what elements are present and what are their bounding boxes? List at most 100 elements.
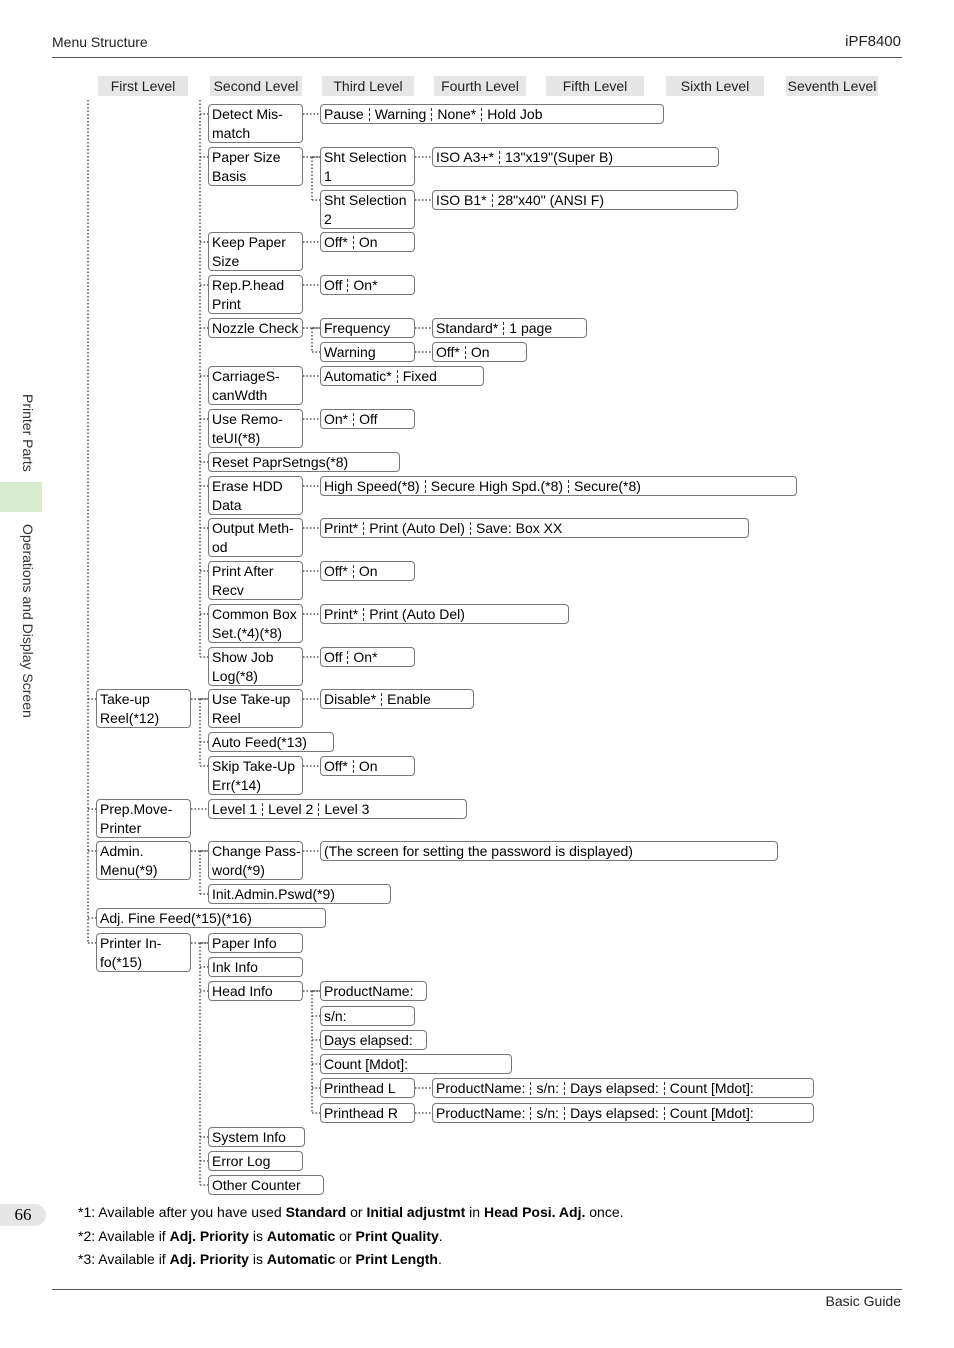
- menu-item-sht-sel-1-opts: ISO A3+*13"x19"(Super B): [432, 147, 719, 167]
- menu-item-error-log: Error Log: [208, 1151, 303, 1171]
- menu-item-label: Output Meth-: [212, 520, 294, 536]
- menu-item-printer-info: Printer In-fo(*15): [96, 933, 191, 972]
- menu-item-use-remote-opts: On*Off: [320, 409, 415, 429]
- level-header-3: Third Level: [322, 76, 414, 96]
- menu-option-label: Pause: [324, 106, 364, 122]
- menu-option-label: Print*: [324, 606, 359, 622]
- menu-option-label: ProductName:: [436, 1105, 526, 1121]
- menu-option-label: Disable*: [324, 691, 377, 707]
- menu-item-label: Erase HDD: [212, 478, 283, 494]
- menu-item-label: Keep Paper: [212, 234, 286, 250]
- level-header-1: First Level: [98, 76, 188, 96]
- menu-item-label: Print: [212, 296, 241, 312]
- menu-item-label: Frequency: [324, 320, 391, 336]
- sidebar-label-operations[interactable]: Operations and Display Screen: [20, 524, 36, 718]
- option-separator: [424, 480, 426, 493]
- menu-item-label: s/n:: [324, 1008, 347, 1024]
- footnote-emphasis: Print Quality: [355, 1228, 439, 1244]
- menu-item-product-name: ProductName:: [320, 981, 427, 1001]
- footnote-emphasis: Automatic: [266, 1251, 336, 1267]
- menu-item-carriage: CarriageS-canWdth: [208, 366, 303, 405]
- menu-item-label: Warning: [324, 344, 376, 360]
- level-header-6: Sixth Level: [666, 76, 764, 96]
- menu-item-label: Days elapsed:: [324, 1032, 413, 1048]
- menu-item-output-method-opts: Print*Print (Auto Del)Save: Box XX: [320, 518, 749, 538]
- menu-option-label: Print (Auto Del): [369, 606, 465, 622]
- footnote-text: or: [346, 1204, 367, 1220]
- menu-option-label: Save: Box XX: [475, 520, 563, 536]
- footnote-emphasis: Print Length: [355, 1251, 438, 1267]
- option-separator: [663, 1107, 665, 1120]
- menu-item-label: Show Job: [212, 649, 274, 665]
- option-separator: [352, 760, 354, 773]
- footnote-text: or: [335, 1251, 356, 1267]
- menu-item-other-counter: Other Counter: [208, 1175, 324, 1195]
- menu-item-label: od: [212, 539, 228, 555]
- menu-item-label: Skip Take-Up: [212, 758, 296, 774]
- menu-item-label: canWdth: [212, 387, 268, 403]
- menu-option-label: Off*: [324, 563, 348, 579]
- menu-option-label: 1 page: [509, 320, 553, 336]
- option-separator: [498, 151, 500, 164]
- menu-item-use-remote: Use Remo-teUI(*8): [208, 409, 303, 448]
- menu-item-label: Data: [212, 497, 242, 513]
- footnote-2: *2: Available if Adj. Priority is Automa…: [78, 1227, 443, 1245]
- footnote-text: once.: [585, 1204, 624, 1220]
- menu-option-label: Off: [324, 277, 343, 293]
- option-separator: [396, 370, 398, 383]
- menu-item-label: Print After: [212, 563, 274, 579]
- menu-option-label: On*: [324, 411, 349, 427]
- menu-item-label: Change Pass-: [212, 843, 301, 859]
- footnote-text: is: [248, 1251, 267, 1267]
- menu-item-label: System Info: [212, 1129, 286, 1145]
- menu-option-label: Automatic*: [324, 368, 392, 384]
- menu-option-label: On*: [353, 649, 378, 665]
- menu-item-change-pass-opts: (The screen for setting the password is …: [320, 841, 778, 861]
- option-separator: [368, 108, 370, 121]
- menu-item-label: Reel: [212, 710, 241, 726]
- option-separator: [352, 236, 354, 249]
- menu-item-label: Size: [212, 253, 240, 269]
- option-separator: [353, 413, 355, 426]
- menu-item-auto-feed: Auto Feed(*13): [208, 732, 334, 752]
- menu-item-label: Error Log: [212, 1153, 271, 1169]
- footnote-3: *3: Available if Adj. Priority is Automa…: [78, 1250, 442, 1268]
- menu-item-label: Paper Size: [212, 149, 281, 165]
- menu-item-label: Reel(*12): [100, 710, 160, 726]
- option-separator: [663, 1082, 665, 1095]
- footnote-text: *3: Available if: [78, 1251, 170, 1267]
- option-separator: [352, 565, 354, 578]
- menu-item-label: Printer In-: [100, 935, 162, 951]
- menu-option-label: On: [358, 563, 378, 579]
- menu-option-label: Hold Job: [487, 106, 543, 122]
- menu-item-label: word(*9): [212, 862, 265, 878]
- menu-option-label: On: [358, 758, 378, 774]
- menu-item-label: Nozzle Check: [212, 320, 299, 336]
- menu-item-label: Other Counter: [212, 1177, 301, 1193]
- menu-item-change-pass: Change Pass-word(*9): [208, 841, 303, 880]
- option-separator: [503, 322, 505, 335]
- menu-item-label: ProductName:: [324, 983, 414, 999]
- menu-item-printhead-l: Printhead L: [320, 1078, 415, 1098]
- footer-rule: [52, 1289, 902, 1290]
- level-header-2: Second Level: [210, 76, 302, 96]
- menu-item-label: Basis: [212, 168, 247, 184]
- footnote-text: .: [437, 1251, 442, 1267]
- sidebar-label-printer-parts[interactable]: Printer Parts: [20, 394, 36, 472]
- footnote-emphasis: Standard: [285, 1204, 347, 1220]
- footnote-emphasis: Adj. Priority: [169, 1228, 249, 1244]
- menu-item-label: Head Info: [212, 983, 273, 999]
- option-separator: [381, 693, 383, 706]
- option-separator: [347, 279, 349, 292]
- menu-item-label: Common Box: [212, 606, 297, 622]
- footnote-emphasis: Head Posi. Adj.: [483, 1204, 586, 1220]
- menu-item-count-mdot: Count [Mdot]:: [320, 1054, 512, 1074]
- menu-option-label: ISO A3+*: [436, 149, 494, 165]
- menu-option-label: ISO B1*: [436, 192, 487, 208]
